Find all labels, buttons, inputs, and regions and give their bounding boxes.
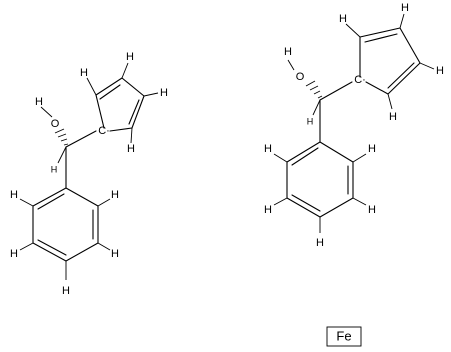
h-atom: H [307,116,314,126]
bond [121,77,145,97]
h-atom: H [368,204,376,216]
hashed-bond-oh [305,80,323,99]
bond-h [399,13,405,29]
bond [65,130,97,148]
oxygen-atom: O [51,118,60,130]
h-atom: H [389,111,397,123]
oxygen-atom: O [296,71,305,83]
h-atom: H [10,189,18,201]
benzene-ring-right [286,141,354,218]
bond-h [345,23,361,38]
h-atom: H [51,164,58,174]
h-atom: H [339,13,347,25]
h-atom: H [111,248,119,260]
bond-h [352,153,367,163]
bond-h [143,92,159,97]
bond-h [97,198,111,207]
bond-h [86,77,97,96]
bond-h [121,62,129,79]
bond-h [419,62,435,70]
h-atom: H [264,204,272,216]
cyclopentadienyl-ring-right [359,27,421,95]
iron-box [326,326,362,347]
molecule-left: H H H H C· O H H [10,51,168,297]
bond-h [387,93,393,110]
bond-h [273,197,288,206]
h-atom: H [35,96,43,108]
bond-h [130,127,133,144]
h-atom: H [80,67,88,79]
h-atom: H [316,237,324,249]
radical-carbon-label: C· [98,125,110,137]
iron-atom: Fe [326,326,362,347]
h-atom: H [62,285,70,297]
h-atom: H [436,65,444,77]
benzene-ring-left [32,187,99,262]
h-atom: H [10,248,18,260]
bond-double-inner [128,99,140,125]
bond-h [19,242,34,251]
bond-h [57,146,67,164]
bond-h [352,197,367,206]
h-atom: H [264,143,272,155]
h-atom: H [111,189,119,201]
bond [109,127,133,132]
h-atom: H [284,46,292,58]
bond-h [273,153,288,163]
h-atom: H [127,143,135,155]
bond [131,95,145,129]
hashed-bond-oh [54,128,69,146]
h-atom: H [368,143,376,155]
bond [95,94,105,129]
radical-carbon-label: C· [354,74,366,86]
iron-label: Fe [336,328,351,343]
bond [95,77,123,96]
bond-h [19,198,34,207]
h-atom: H [126,51,134,63]
molecule-right: H H H H C· O H H [264,2,444,249]
h-atom: H [160,87,168,99]
h-atom: H [401,2,409,14]
bond [319,81,353,101]
bond-h [97,242,111,251]
cyclopentadienyl-ring-left [95,77,145,132]
bond-h [312,99,321,116]
bond-double-inner [99,84,121,100]
bond-h [40,106,53,118]
bond-h [287,59,295,71]
